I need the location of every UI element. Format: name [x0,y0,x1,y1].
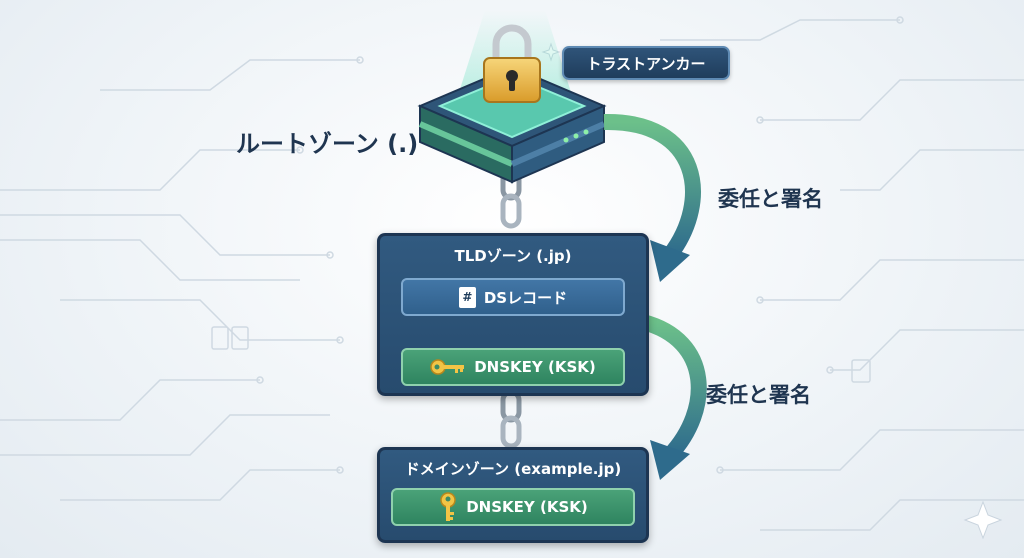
curved-arrow-icon [603,113,701,282]
padlock-icon [483,24,541,103]
delegation-label-2: 委任と署名 [706,383,811,407]
document-hash-icon: # [458,286,476,308]
ds-record-box: # DSレコード [401,278,625,316]
domain-dnskey-label: DNSKEY (KSK) [466,498,588,516]
domain-zone-title: ドメインゾーン (example.jp) [404,460,622,478]
key-icon [438,492,458,522]
ds-record-label: DSレコード [483,288,568,307]
curved-arrow-icon [640,314,707,480]
key-icon [430,358,466,376]
chain-link-icon [500,389,522,449]
tld-dnskey-label: DNSKEY (KSK) [474,358,596,376]
tld-zone-title: TLDゾーン (.jp) [454,247,572,265]
delegation-label-1: 委任と署名 [718,187,823,211]
root-zone-label: ルートゾーン (.) [236,130,419,158]
tld-dnskey-box: DNSKEY (KSK) [401,348,625,386]
trust-anchor-badge: トラストアンカー [562,46,730,80]
domain-dnskey-box: DNSKEY (KSK) [391,488,635,526]
tld-zone-box: TLDゾーン (.jp) # DSレコード DNSKEY (KSK) [377,233,649,396]
circuit-background [0,16,1024,531]
root-server-block [417,65,607,184]
domain-zone-box: ドメインゾーン (example.jp) DNSKEY (KSK) [377,447,649,543]
